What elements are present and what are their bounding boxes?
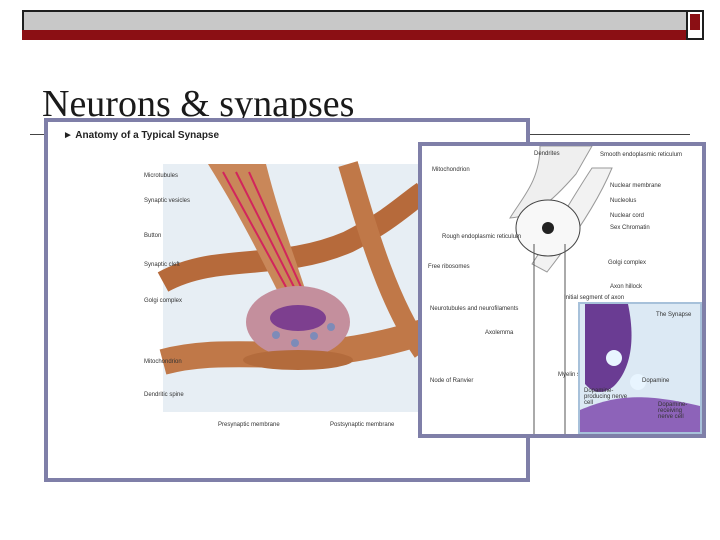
label-axon-hillock: Axon hillock <box>610 284 642 290</box>
label-axolemma: Axolemma <box>485 330 513 336</box>
label-nucleolus: Nucleolus <box>610 198 636 204</box>
corner-accent <box>690 14 700 30</box>
label-sex-chromatin: Sex Chromatin <box>610 225 650 231</box>
label-presynaptic-membrane: Presynaptic membrane <box>218 422 280 428</box>
label-synaptic-vesicles: Synaptic vesicles <box>144 198 190 204</box>
label-golgi-complex: Golgi complex <box>608 260 646 266</box>
label-nuclear-membrane: Nuclear membrane <box>610 183 661 189</box>
label-node-of-ranvier: Node of Ranvier <box>430 378 473 384</box>
label-rough-er: Rough endoplasmic reticulum <box>442 234 521 240</box>
label-nuclear-cord: Nuclear cord <box>610 213 644 219</box>
label-dendrites: Dendrites <box>534 151 560 157</box>
label-microtubules: Microtubules <box>144 173 178 179</box>
label-neurotubules: Neurotubules and neurofilaments <box>430 306 518 312</box>
label-receiving-cell: Dopamine-receiving nerve cell <box>658 402 698 420</box>
label-the-synapse: The Synapse <box>656 312 691 318</box>
label-golgi-complex: Golgi complex <box>144 298 182 304</box>
label-dendritic-spine: Dendritic spine <box>144 392 184 398</box>
synapse-inset: The Synapse Dopamine Dopamine-producing … <box>578 302 702 434</box>
label-initial-segment: Initial segment of axon <box>564 295 624 301</box>
label-synaptic-cleft: Synaptic cleft <box>144 262 180 268</box>
label-producing-cell: Dopamine-producing nerve cell <box>584 388 632 406</box>
label-dopamine: Dopamine <box>642 378 669 384</box>
label-mitochondrion: Mitochondrion <box>144 359 182 365</box>
label-button: Button <box>144 233 161 239</box>
top-accent-bar <box>22 30 702 40</box>
label-free-ribosomes: Free ribosomes <box>428 264 470 270</box>
label-mitochondrion: Mitochondrion <box>432 167 470 173</box>
label-postsynaptic-membrane: Postsynaptic membrane <box>330 422 394 428</box>
label-smooth-er: Smooth endoplasmic reticulum <box>600 152 682 158</box>
